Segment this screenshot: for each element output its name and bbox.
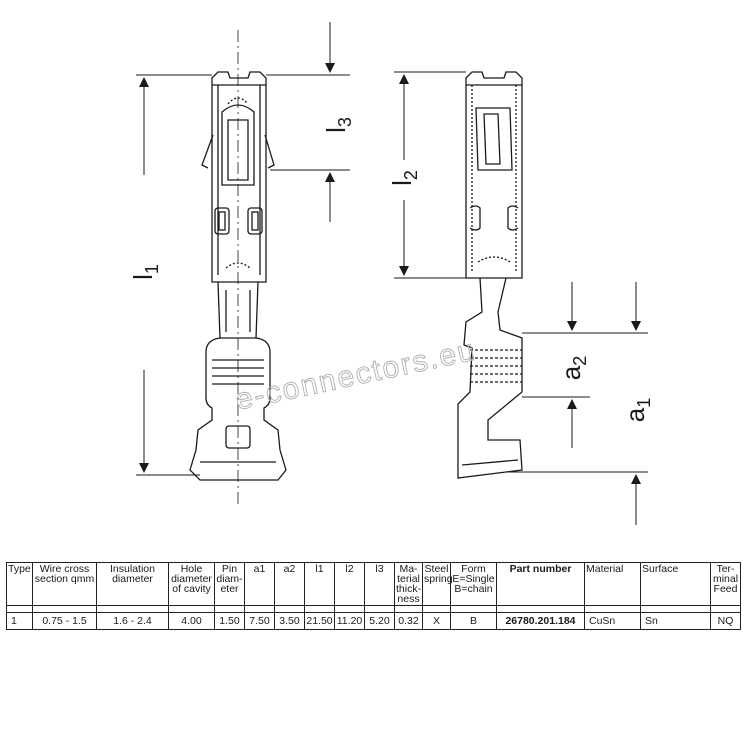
spacer-cell xyxy=(364,605,395,613)
column-header: a1 xyxy=(244,562,275,606)
spacer-cell xyxy=(584,605,641,613)
spacer-cell xyxy=(214,605,245,613)
side-dimensions xyxy=(394,71,648,525)
column-header: Hole diameter of cavity xyxy=(168,562,215,606)
side-view xyxy=(457,71,523,479)
column-header: Surface xyxy=(640,562,711,606)
spacer-cell xyxy=(32,605,97,613)
table-cell: 21.50 xyxy=(304,612,335,630)
table-cell: X xyxy=(422,612,451,630)
column-header: Part number xyxy=(496,562,585,606)
table-cell: 3.50 xyxy=(274,612,305,630)
spacer-cell xyxy=(6,605,33,613)
spacer-cell xyxy=(710,605,741,613)
table-cell: CuSn xyxy=(584,612,641,630)
spacer-row xyxy=(6,605,741,613)
spacer-cell xyxy=(274,605,305,613)
column-header: Ma-terial thick-ness xyxy=(394,562,423,606)
svg-text:l2: l2 xyxy=(387,170,421,186)
svg-text:l3: l3 xyxy=(321,117,355,133)
front-view xyxy=(189,30,287,505)
spacer-cell xyxy=(244,605,275,613)
spacer-cell xyxy=(496,605,585,613)
column-header: Material xyxy=(584,562,641,606)
table-cell: 7.50 xyxy=(244,612,275,630)
dim-label-a2: a2 xyxy=(556,356,590,380)
column-header: Ter-minal Feed xyxy=(710,562,741,606)
svg-text:l1: l1 xyxy=(128,264,162,280)
spacer-cell xyxy=(304,605,335,613)
table-cell: B xyxy=(450,612,497,630)
column-header: Steel spring xyxy=(422,562,453,606)
column-header: Pin diam-eter xyxy=(214,562,245,606)
dim-label-l3: l3 xyxy=(321,117,355,133)
spacer-cell xyxy=(422,605,451,613)
column-header: Form E=Single B=chain xyxy=(450,562,497,606)
table-cell: 11.20 xyxy=(334,612,365,630)
table-cell: 1 xyxy=(6,612,33,630)
column-header: Insulation diameter xyxy=(96,562,169,606)
column-header: l1 xyxy=(304,562,335,606)
table-cell: 1.6 - 2.4 xyxy=(96,612,169,630)
svg-text:a1: a1 xyxy=(620,398,654,422)
column-header: Wire cross section qmm xyxy=(32,562,97,606)
front-dimensions xyxy=(136,22,350,476)
column-header: Type xyxy=(6,562,33,606)
spacer-cell xyxy=(640,605,711,613)
spacer-cell xyxy=(394,605,423,613)
spacer-cell xyxy=(450,605,497,613)
terminal-drawing: l1 l3 l2 a2 a1 e-connectors.eu xyxy=(128,22,654,525)
table-cell: 0.32 xyxy=(394,612,423,630)
spacer-cell xyxy=(334,605,365,613)
dim-label-a1: a1 xyxy=(620,398,654,422)
table-cell: NQ xyxy=(710,612,741,630)
table-cell: Sn xyxy=(640,612,711,630)
table-cell: 1.50 xyxy=(214,612,245,630)
table-cell: 4.00 xyxy=(168,612,215,630)
spacer-cell xyxy=(96,605,169,613)
table-cell: 0.75 - 1.5 xyxy=(32,612,97,630)
table-cell: 26780.201.184 xyxy=(496,612,585,630)
column-header: l3 xyxy=(364,562,395,606)
dim-label-l1: l1 xyxy=(128,264,162,280)
column-header: a2 xyxy=(274,562,305,606)
dim-label-l2: l2 xyxy=(387,170,421,186)
svg-text:a2: a2 xyxy=(556,356,590,380)
spacer-cell xyxy=(168,605,215,613)
table-cell: 5.20 xyxy=(364,612,395,630)
column-header: l2 xyxy=(334,562,365,606)
